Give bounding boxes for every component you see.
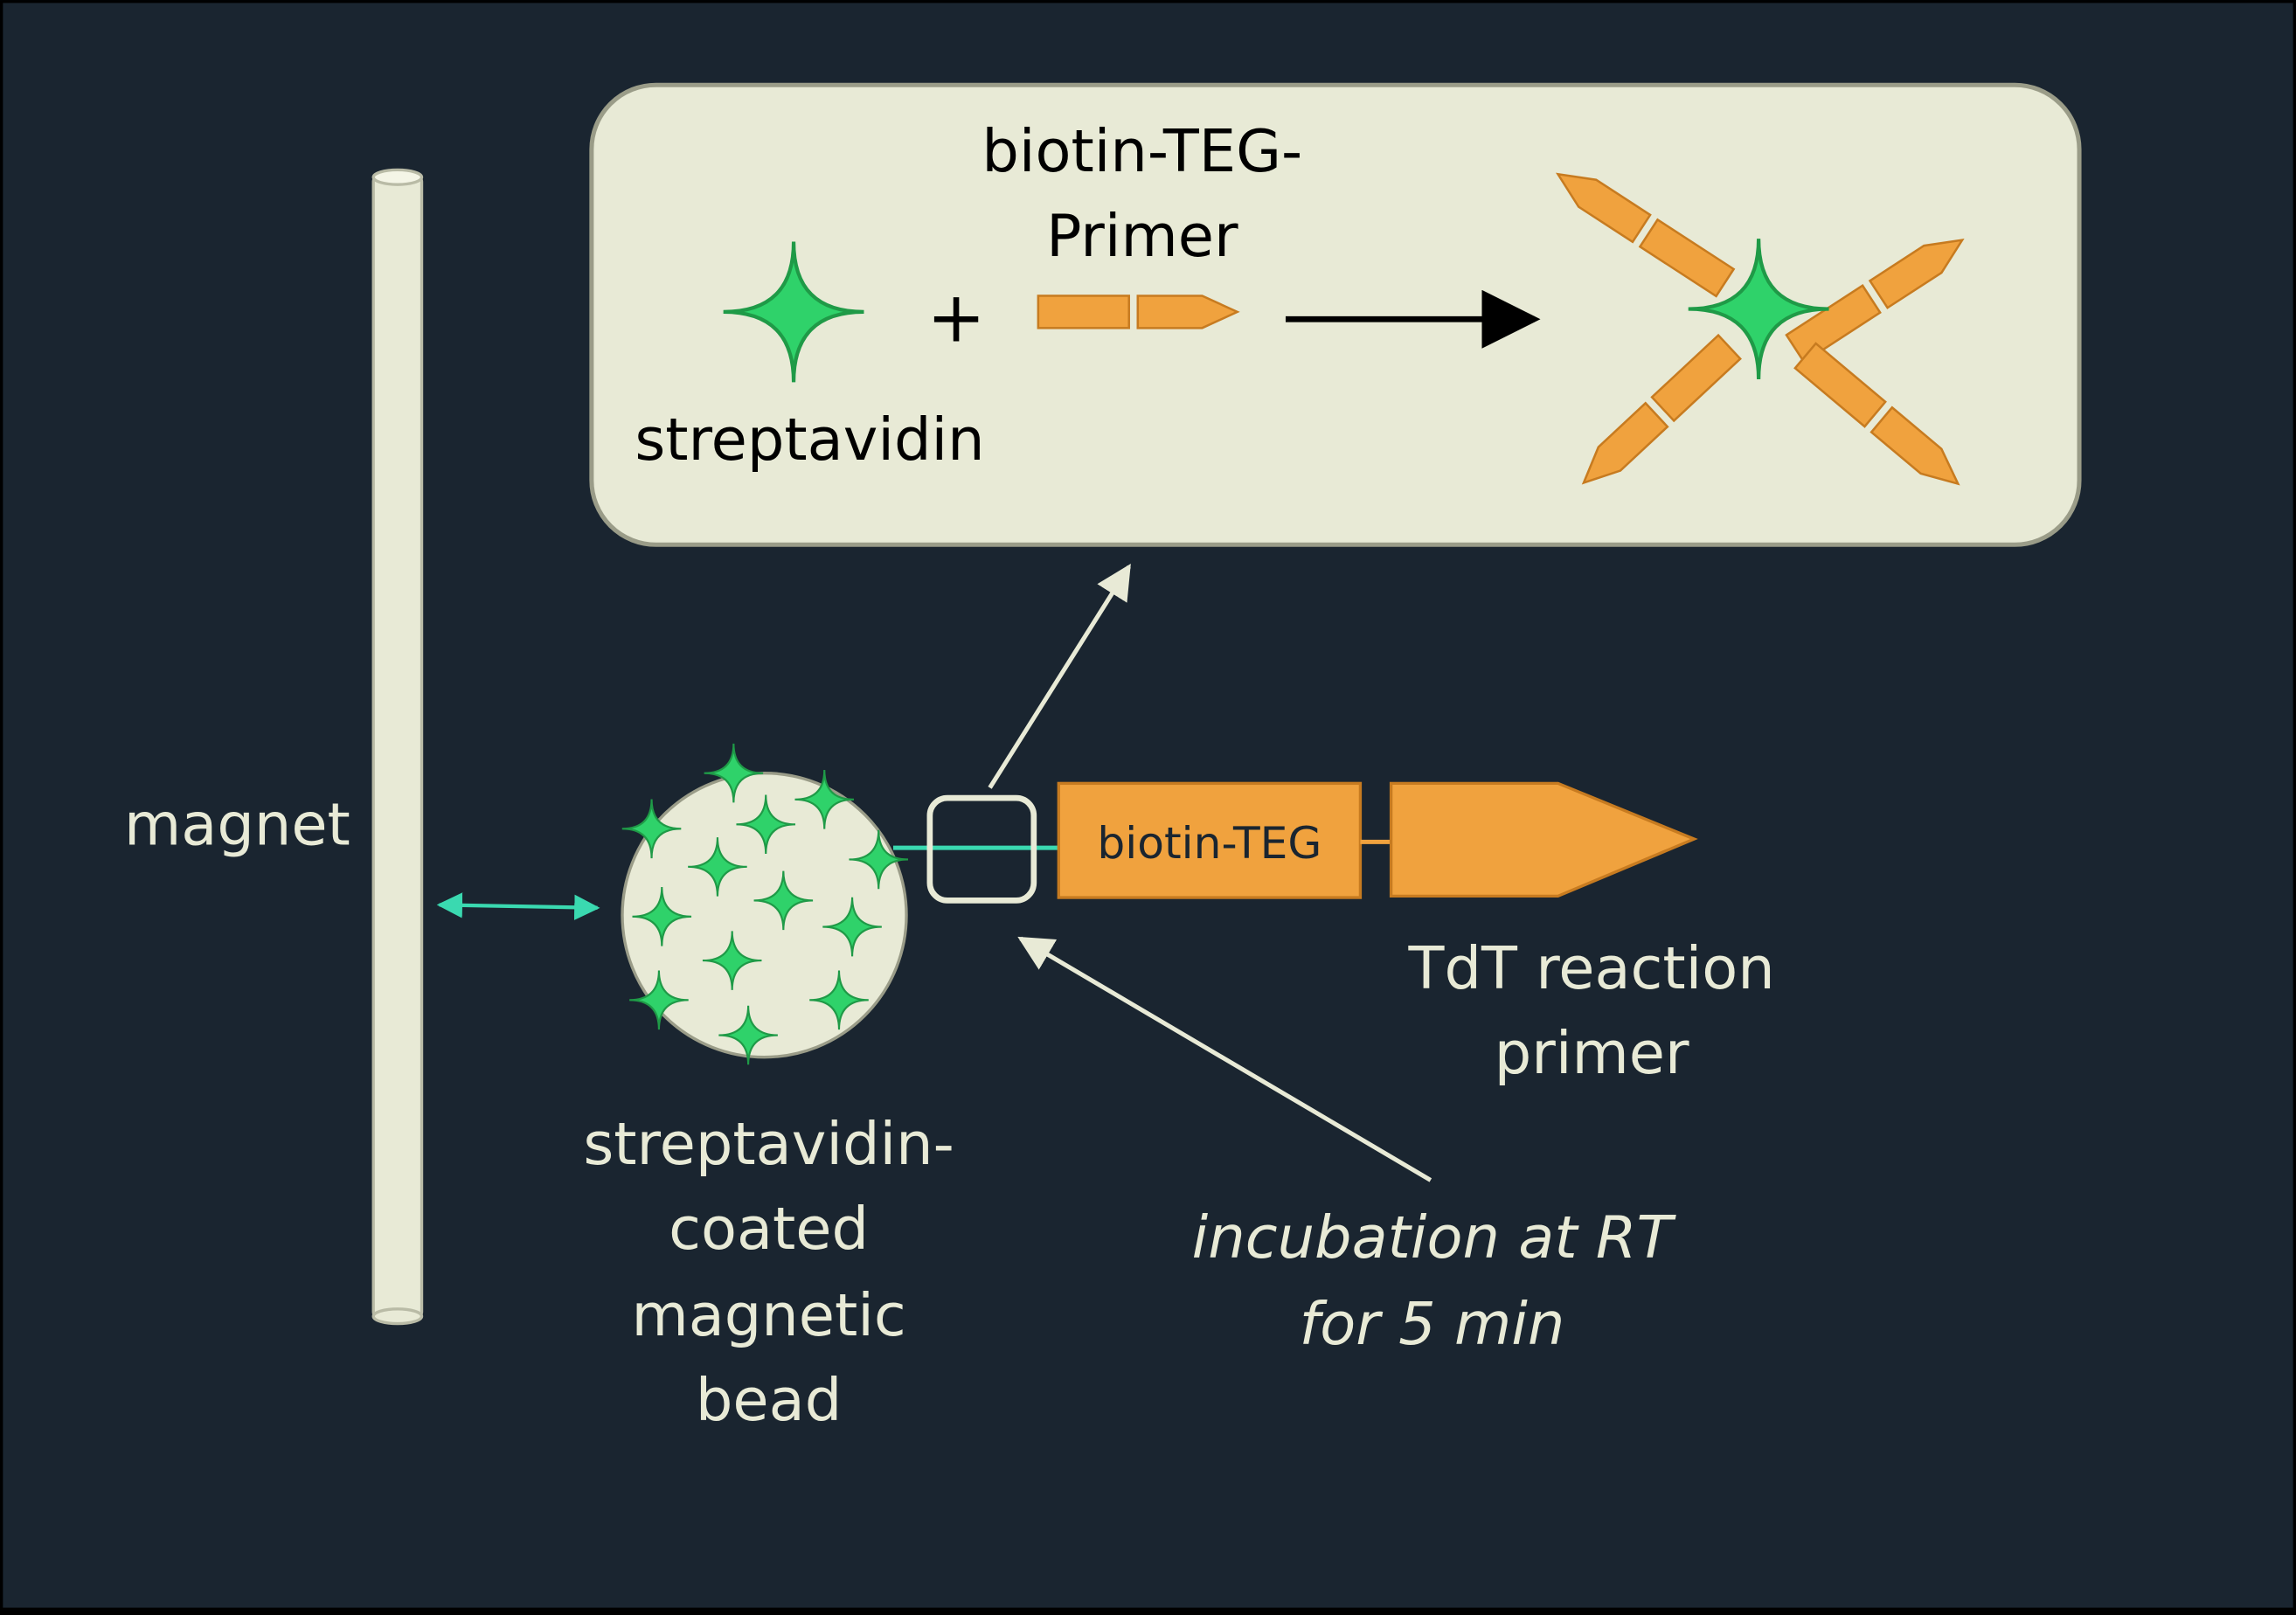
inset-panel: streptavidin + biotin-TEG- Primer: [589, 82, 2082, 547]
tdt-primer-label: TdT reaction primer: [1408, 934, 1775, 1087]
tdt-primer-label-line-1: TdT reaction: [1408, 934, 1775, 1002]
magnetic-bead: [621, 742, 910, 1066]
bead-label-line-3: magnetic: [631, 1281, 905, 1349]
inset-streptavidin-label: streptavidin: [635, 405, 984, 474]
inset-biotin-primer-icon: [1037, 295, 1238, 329]
incubation-arrow: [1017, 936, 1432, 1182]
tdt-primer-label-line-2: primer: [1495, 1019, 1689, 1087]
bead-label-line-2: coated: [669, 1195, 869, 1263]
bead-label-line-4: bead: [696, 1366, 842, 1434]
bead-label-line-1: streptavidin-: [583, 1110, 954, 1178]
attraction-double-arrow: [436, 892, 600, 920]
inset-plus-sign: +: [926, 275, 985, 357]
incubation-label-line-2: for 5 min: [1300, 1290, 1565, 1358]
incubation-label-line-1: incubation at RT: [1192, 1203, 1677, 1272]
inset-biotin-primer-label-line-2: Primer: [1046, 202, 1238, 270]
incubation-label: incubation at RT for 5 min: [1192, 1203, 1677, 1358]
biotin-teg-block: biotin-TEG: [1057, 781, 1363, 899]
biotin-teg-label: biotin-TEG: [1097, 817, 1321, 869]
primer-arrow-block: [1389, 781, 1698, 898]
bead-label: streptavidin- coated magnetic bead: [583, 1110, 954, 1434]
zoom-box: [926, 794, 1037, 904]
inset-biotin-primer-label-line-1: biotin-TEG-: [982, 117, 1302, 185]
magnet-rod: [371, 168, 424, 1326]
zoom-arrow: [988, 564, 1131, 789]
magnet-label: magnet: [124, 791, 350, 859]
